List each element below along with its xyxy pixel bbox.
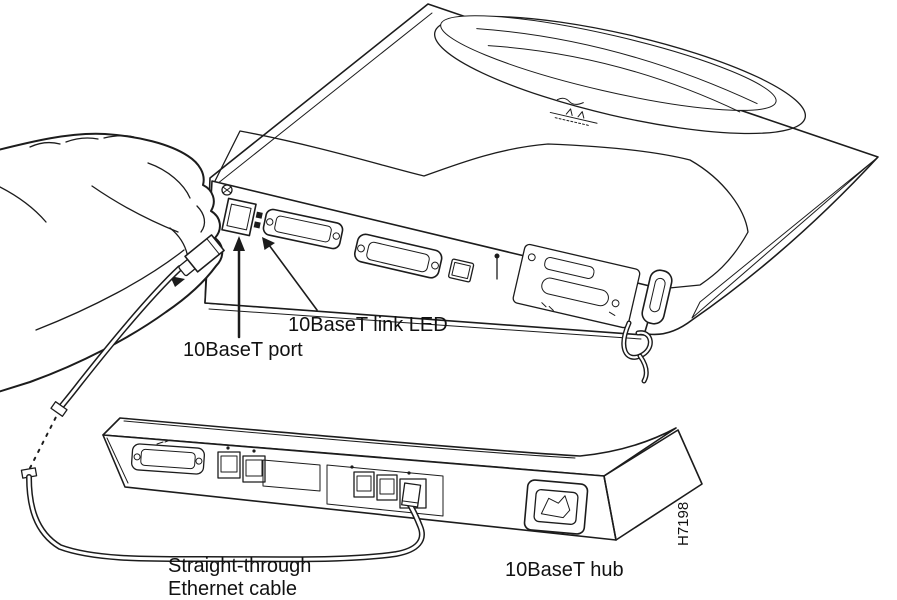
hub-rj45-pair <box>217 446 266 483</box>
link-led-arrow <box>262 237 318 311</box>
cable-break-cap-top <box>50 401 68 417</box>
thumb-line <box>91 185 179 233</box>
tenbaset-port <box>221 197 257 237</box>
port-label: 10BaseT port <box>183 339 303 361</box>
hub-power-inlet <box>523 479 589 535</box>
serial-db25-connector <box>353 233 443 279</box>
router <box>204 3 879 384</box>
panel-screw <box>221 184 233 196</box>
port-arrow <box>233 236 245 339</box>
chassis-end-cap <box>641 269 673 325</box>
callouts: 10BaseT link LED 10BaseT port Straight-t… <box>168 236 692 600</box>
ethernet-cable-upper <box>29 234 225 469</box>
cable-break-dashes <box>29 414 58 469</box>
panel-pin <box>494 253 500 280</box>
figure-id-label: H7198 <box>675 502 692 546</box>
cisco-logo <box>549 97 598 126</box>
hub-db15-connector <box>131 443 205 475</box>
aui-db15-connector <box>262 208 344 250</box>
tenbaset-link-led <box>253 211 263 229</box>
wic-slot-plate <box>512 243 641 329</box>
hub-jack-slot <box>326 464 444 517</box>
rj45-plug-hub <box>401 482 422 508</box>
console-port <box>448 258 475 283</box>
hub <box>102 417 703 541</box>
hand <box>0 132 224 393</box>
cable-label-line1: Straight-through <box>168 555 311 577</box>
ethernet-cable-lower <box>20 467 425 563</box>
router-oval-recess <box>433 15 807 135</box>
hub-label: 10BaseT hub <box>505 559 624 581</box>
index-finger-line <box>147 162 191 199</box>
router-side-vent-strip <box>691 156 879 319</box>
hub-blank-slot <box>262 459 321 492</box>
cable-label-line2: Ethernet cable <box>168 578 297 600</box>
link-led-label: 10BaseT link LED <box>288 314 448 336</box>
rj45-plug <box>178 234 225 277</box>
palm-line <box>35 249 185 331</box>
hub-vent-end <box>603 429 703 541</box>
power-cord <box>621 320 653 384</box>
